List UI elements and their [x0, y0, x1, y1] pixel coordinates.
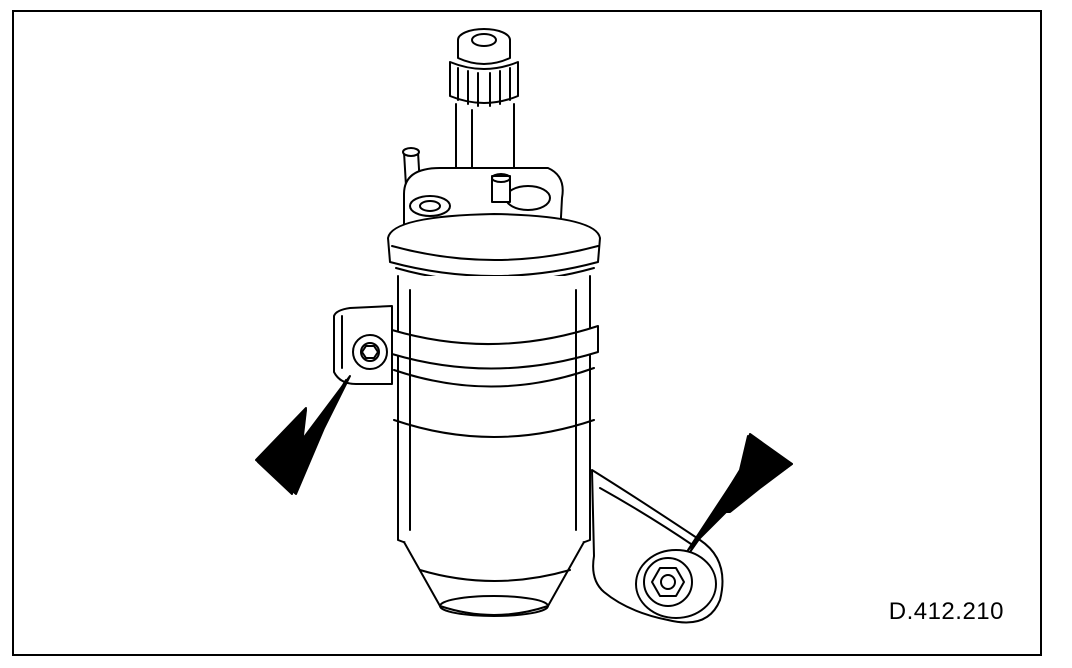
right-bracket — [591, 469, 724, 624]
pump-body — [391, 275, 599, 560]
outlet-fitting — [449, 28, 519, 173]
pump-outlet-cone — [403, 541, 585, 617]
right-bolt — [643, 557, 693, 607]
figure-reference-code: D.412.210 — [888, 598, 1004, 625]
left-bracket — [333, 305, 393, 385]
arrow-icon — [255, 375, 351, 495]
arrow-icon — [687, 433, 793, 553]
pump-flange — [387, 213, 601, 283]
left-bolt — [352, 334, 388, 370]
